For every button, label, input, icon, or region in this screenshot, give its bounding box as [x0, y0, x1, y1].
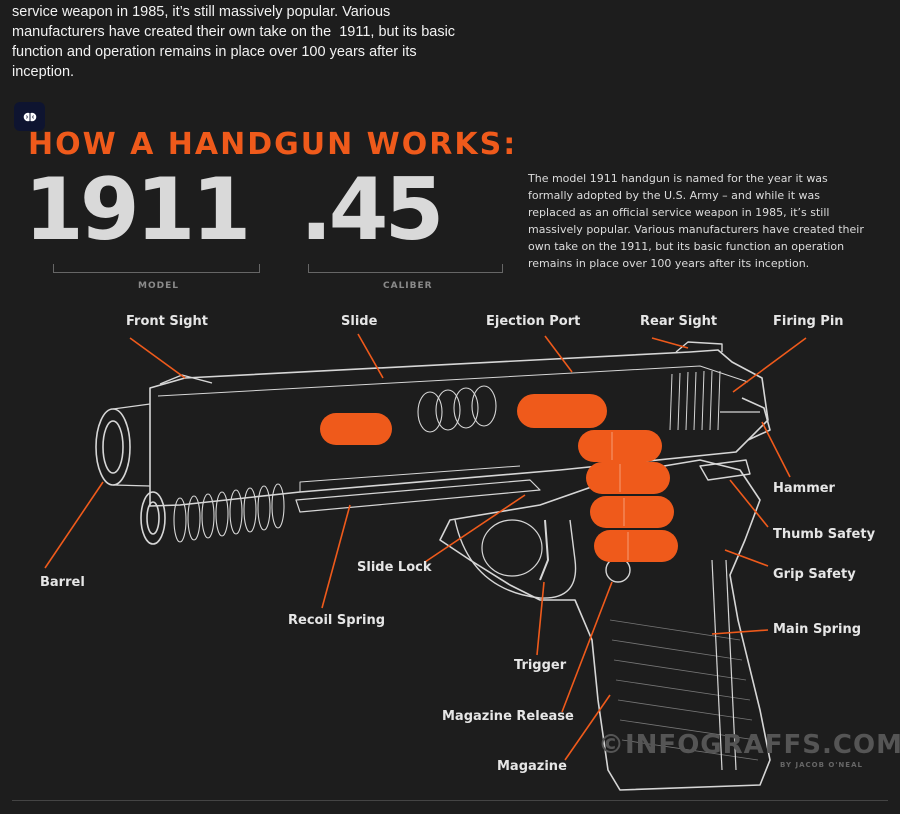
leader-trigger [536, 581, 545, 656]
magazine-round-3 [590, 496, 674, 528]
leader-rear-sight [651, 337, 689, 349]
slide-serrations [669, 370, 721, 431]
leader-slide [357, 333, 384, 379]
model-bracket [53, 264, 260, 273]
label-firing-pin: Firing Pin [773, 314, 844, 329]
brain-icon [23, 112, 36, 121]
leader-lines [44, 333, 807, 761]
label-hammer: Hammer [773, 481, 835, 496]
leader-thumb-safety [729, 479, 769, 528]
magazine-round-1 [578, 430, 662, 462]
leader-hammer [761, 421, 791, 478]
grip-checkering [609, 619, 759, 761]
watermark: ©INFOGRAFFS.COM [598, 730, 900, 760]
leader-grip-safety [724, 549, 769, 567]
label-recoil-spring: Recoil Spring [288, 613, 385, 628]
label-magazine: Magazine [497, 759, 567, 774]
cartridges [320, 394, 678, 562]
thumb-safety [699, 459, 751, 481]
magazine-round-2 [586, 462, 670, 494]
leader-recoil-spring [321, 504, 351, 609]
watermark-byline: BY JACOB O'NEAL [780, 761, 863, 769]
leader-firing-pin [732, 337, 807, 393]
caliber-caption: CALIBER [383, 281, 433, 291]
label-rear-sight: Rear Sight [640, 314, 718, 329]
caliber-bracket [308, 264, 503, 273]
label-front-sight: Front Sight [126, 314, 208, 329]
leader-slide-lock [424, 494, 526, 563]
bottom-divider [12, 800, 888, 801]
leader-magazine-release [561, 581, 613, 713]
label-slide-lock: Slide Lock [357, 560, 432, 575]
frame-outline [439, 459, 771, 791]
label-ejection-port: Ejection Port [486, 314, 581, 329]
brain-button[interactable] [14, 102, 45, 131]
caliber-number: .45 [300, 160, 444, 260]
model-caption: MODEL [138, 281, 179, 291]
label-magazine-release: Magazine Release [442, 709, 574, 724]
slide-inner-line [157, 365, 749, 397]
label-grip-safety: Grip Safety [773, 567, 856, 582]
label-trigger: Trigger [514, 658, 567, 673]
trigger [539, 519, 549, 581]
leader-main-spring [711, 629, 769, 635]
leader-barrel [44, 481, 104, 569]
label-main-spring: Main Spring [773, 622, 862, 637]
model-number: 1911 [24, 160, 251, 260]
magazine-round-4 [594, 530, 678, 562]
leader-magazine [564, 694, 611, 761]
slide-outline [149, 349, 769, 507]
intro-paragraph: service weapon in 1985, it’s still massi… [12, 4, 456, 80]
trigger-guard [454, 519, 577, 599]
recoil-spring-coils [173, 385, 497, 543]
leader-front-sight [129, 337, 186, 379]
label-slide: Slide [341, 314, 378, 329]
hammer [741, 397, 771, 441]
label-barrel: Barrel [40, 575, 85, 590]
ejecting-round [517, 394, 607, 428]
headline: HOW A HANDGUN WORKS: [28, 127, 518, 162]
description: The model 1911 handgun is named for the … [528, 172, 864, 270]
leader-ejection-port [544, 335, 573, 373]
label-thumb-safety: Thumb Safety [773, 527, 876, 542]
chambered-bullet [320, 413, 392, 445]
